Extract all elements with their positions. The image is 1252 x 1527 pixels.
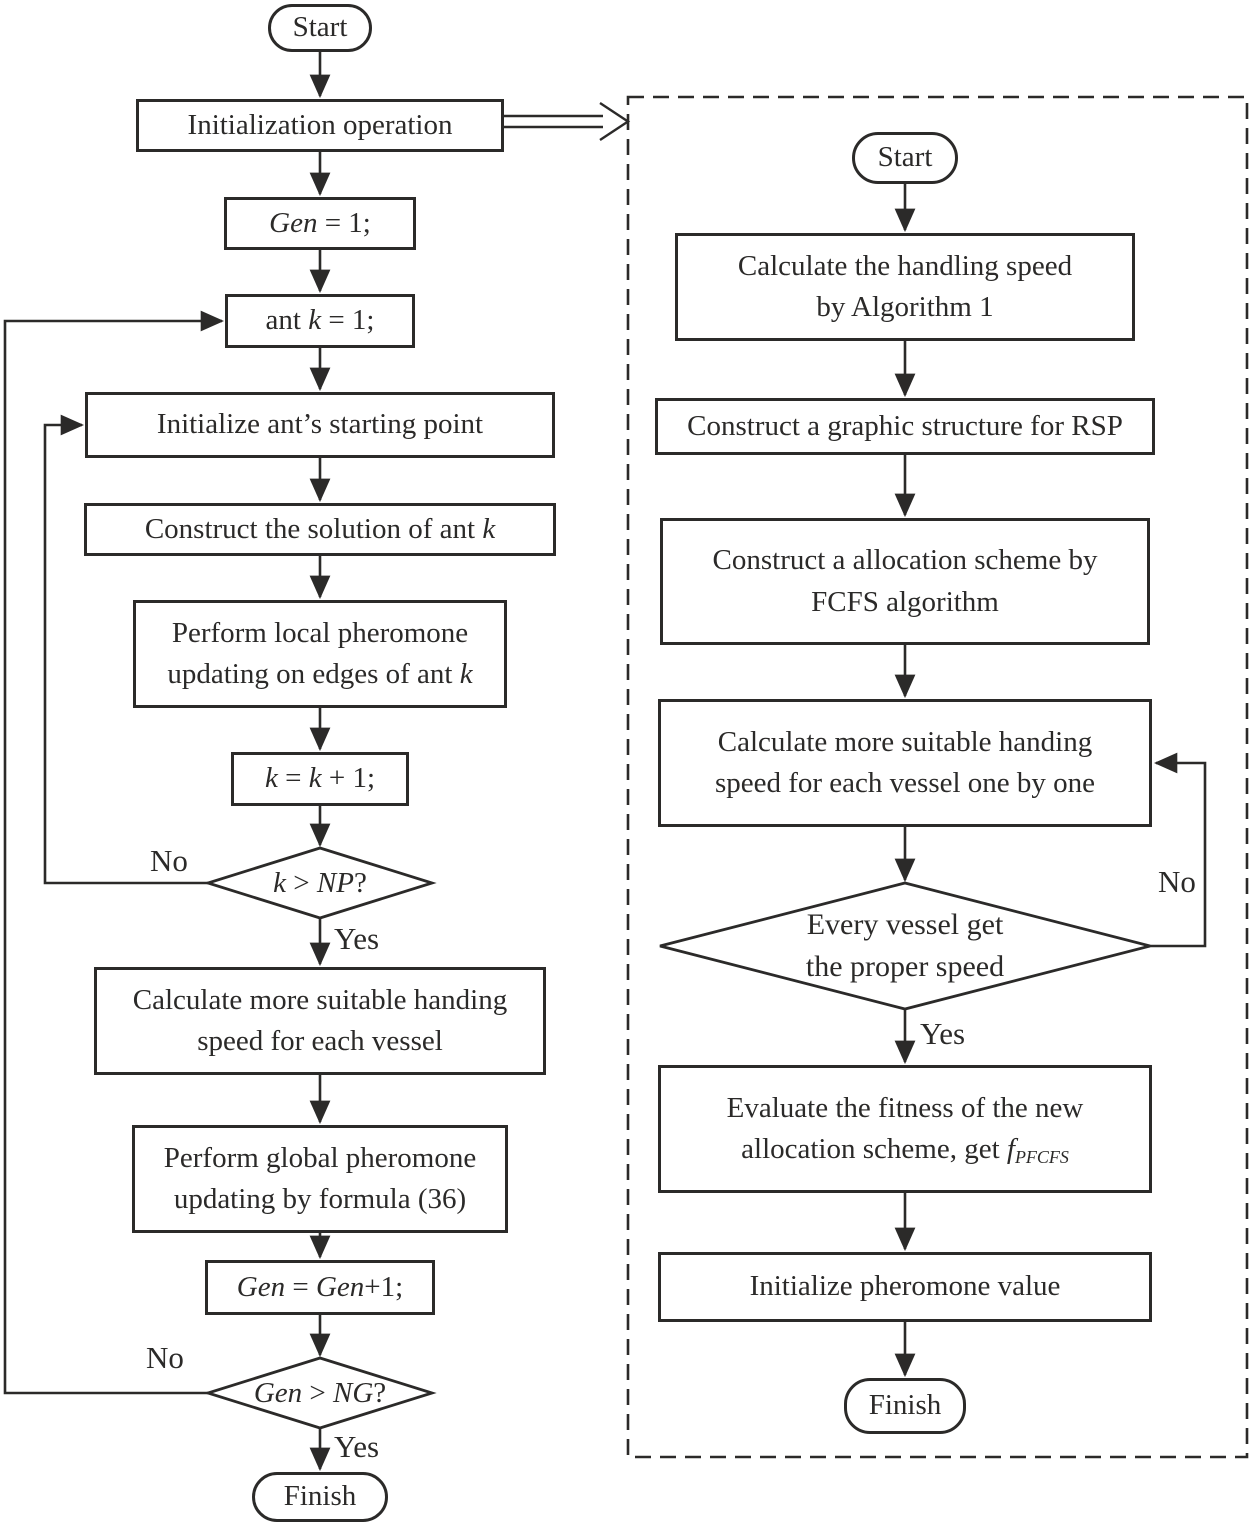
right-finish-terminator: Finish xyxy=(844,1378,966,1434)
gen-increment-step: Gen = Gen+1; xyxy=(205,1260,435,1315)
ant-k-assign-step: ant k = 1; xyxy=(225,294,415,348)
left-finish-terminator: Finish xyxy=(252,1472,388,1522)
no-label-every-vessel: No xyxy=(1158,864,1196,899)
initialize-starting-point-step: Initialize ant’s starting point xyxy=(85,392,555,458)
left-start-terminator: Start xyxy=(268,4,372,52)
hollow-arrow-head xyxy=(599,101,631,142)
yes-label-every-vessel: Yes xyxy=(920,1016,966,1051)
loop-no-every-vessel xyxy=(1150,752,1207,948)
every-vessel-decision-shape xyxy=(659,881,1151,1011)
no-label-gen-ng: No xyxy=(146,1340,184,1375)
k-np-decision: k > NP? xyxy=(273,866,367,899)
construct-graphic-structure-step: Construct a graphic structure for RSP xyxy=(655,398,1155,455)
yes-label-k-np: Yes xyxy=(334,921,380,956)
gen-ng-decision-shape xyxy=(203,1356,437,1430)
initialization-operation-step: Initialization operation xyxy=(136,99,504,152)
initialize-pheromone-value-step: Initialize pheromone value xyxy=(658,1252,1152,1322)
k-np-decision-shape xyxy=(203,846,437,920)
gen-assign-step: Gen = 1; xyxy=(224,197,416,250)
gen-ng-decision: Gen > NG? xyxy=(253,1376,387,1409)
right-start-terminator: Start xyxy=(852,132,958,184)
k-increment-step: k = k + 1; xyxy=(231,752,409,806)
no-label-k-np: No xyxy=(150,843,188,878)
yes-label-gen-ng: Yes xyxy=(334,1429,380,1464)
subroutine-panel-border xyxy=(626,95,1249,1459)
loop-no-k-np xyxy=(43,414,208,885)
construct-solution-step: Construct the solution of ant k xyxy=(84,503,556,556)
loop-no-gen-ng xyxy=(3,310,225,1395)
